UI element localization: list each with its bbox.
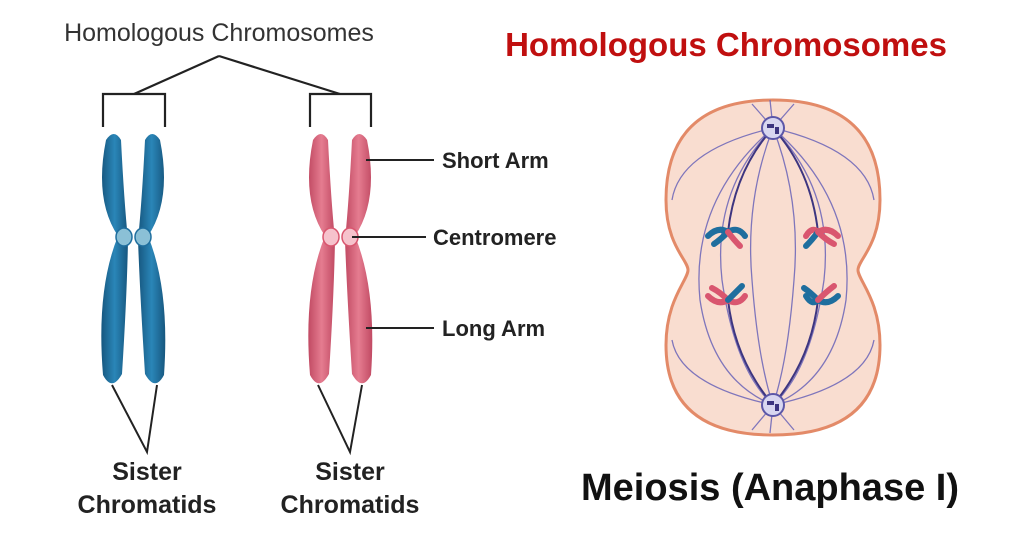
- pink-chromatid-right: [345, 134, 373, 384]
- chromosome-lower-right: [801, 283, 841, 306]
- homolog-bracket: [101, 54, 373, 127]
- short-arm-label: Short Arm: [442, 148, 549, 173]
- left-heading: Homologous Chromosomes: [64, 19, 374, 47]
- cell-membrane: [664, 98, 882, 437]
- right-title: Homologous Chromosomes: [505, 26, 947, 63]
- sister-label-blue-line1: Sister: [112, 458, 182, 486]
- blue-centromere-left: [115, 227, 133, 247]
- callout-lines: [352, 159, 434, 329]
- blue-chromosome: [101, 134, 166, 384]
- chromosome-lower-left: [705, 283, 748, 306]
- sister-pointer-lines: [111, 384, 363, 456]
- blue-centromere-right: [134, 227, 152, 247]
- pink-chromatid-left: [308, 134, 335, 384]
- long-arm-label: Long Arm: [442, 316, 545, 341]
- sister-label-pink-line2: Chromatids: [281, 491, 420, 519]
- centromere-label: Centromere: [433, 225, 556, 250]
- chromosome-upper-right: [803, 226, 841, 249]
- sister-label-pink-line1: Sister: [315, 458, 385, 486]
- blue-chromatid-right: [138, 134, 166, 384]
- anaphase-cell: [664, 98, 882, 437]
- pink-centromere-left: [322, 227, 340, 247]
- centrosome-bottom: [761, 393, 785, 417]
- chromosome-upper-left: [705, 226, 748, 249]
- centrosome-top: [761, 116, 785, 140]
- blue-chromatid-left: [101, 134, 128, 384]
- spindle-fibers: [671, 99, 875, 434]
- cell-caption: Meiosis (Anaphase I): [581, 467, 959, 509]
- pink-chromosome: [308, 134, 373, 384]
- sister-label-blue-line2: Chromatids: [78, 491, 217, 519]
